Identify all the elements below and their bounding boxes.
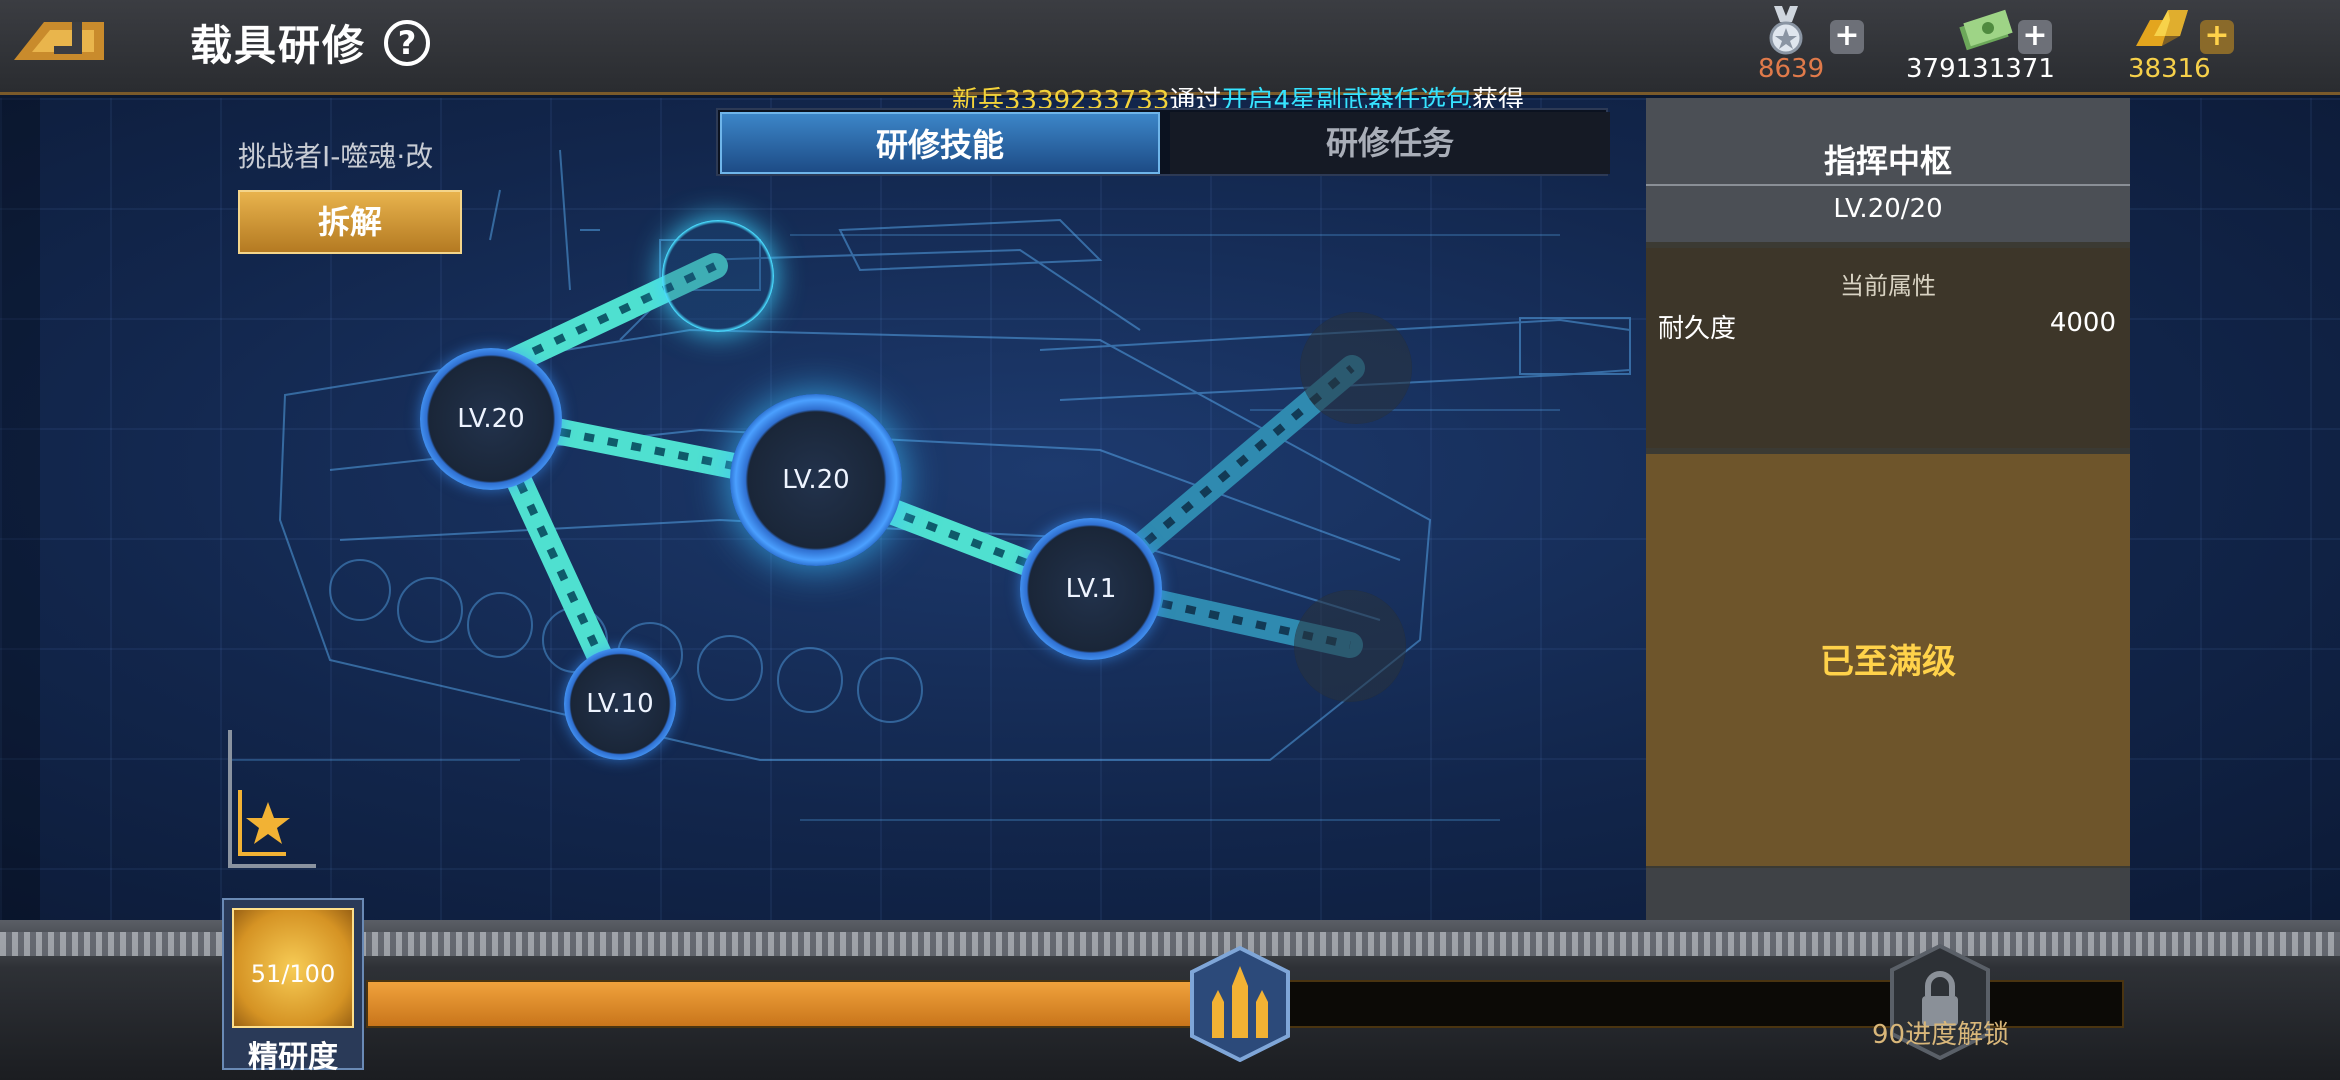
skill-node-label: LV.20 bbox=[782, 465, 850, 495]
back-arrow-icon[interactable] bbox=[14, 14, 109, 64]
unlock-at-90-text: 90进度解锁 bbox=[1872, 1020, 2010, 1050]
max-level-box: 已至满级 bbox=[1646, 454, 2130, 866]
panel-title: 指挥中枢 bbox=[1823, 142, 1952, 180]
medal-value: 8639 bbox=[1758, 54, 1825, 84]
add-gold-button[interactable]: + bbox=[2200, 20, 2234, 54]
skill-node-locked-bottom[interactable] bbox=[1294, 590, 1406, 702]
panel-footer bbox=[1646, 868, 2130, 920]
resource-medal: + 8639 bbox=[1756, 6, 1866, 88]
mastery-badge[interactable]: 51/100 精研度 bbox=[222, 898, 364, 1075]
skill-node-label: LV.10 bbox=[586, 689, 654, 719]
page-title: 载具研修 bbox=[190, 21, 367, 70]
cash-value: 379131371 bbox=[1906, 54, 2055, 84]
skill-node-bottom-left[interactable]: LV.10 bbox=[564, 648, 676, 760]
rocket-milestone-icon[interactable] bbox=[1188, 946, 1292, 1062]
max-level-text: 已至满级 bbox=[1820, 642, 1956, 682]
dismantle-button[interactable]: 拆解 bbox=[238, 190, 462, 254]
attributes-title: 当前属性 bbox=[1840, 272, 1936, 300]
help-icon[interactable]: ? bbox=[384, 20, 430, 66]
add-cash-button[interactable]: + bbox=[2018, 20, 2052, 54]
tab-research-tasks[interactable]: 研修任务 bbox=[1170, 112, 1610, 174]
mastery-star-emblem: 51/100 bbox=[232, 908, 354, 1028]
attribute-value: 4000 bbox=[2049, 308, 2116, 338]
gold-value: 38316 bbox=[2128, 54, 2211, 84]
node-info-panel: 指挥中枢 LV.20/20 当前属性 耐久度 4000 已至满级 bbox=[1646, 98, 2130, 920]
panel-header: 指挥中枢 LV.20/20 bbox=[1646, 98, 2130, 242]
lock-milestone-icon[interactable] bbox=[1888, 944, 1992, 1060]
medal-icon bbox=[1769, 6, 1803, 55]
vehicle-name: 挑战者I-噬魂·改 bbox=[238, 140, 434, 173]
skill-node-label bbox=[1300, 312, 1412, 424]
panel-level: LV.20/20 bbox=[1833, 194, 1943, 224]
resource-gold: + 38316 bbox=[2126, 6, 2236, 88]
resource-cash: + 379131371 bbox=[1906, 6, 2076, 88]
skill-node-locked-top[interactable] bbox=[1300, 312, 1412, 424]
tab-research-skills[interactable]: 研修技能 bbox=[720, 112, 1160, 174]
left-edge-shade bbox=[0, 98, 40, 920]
skill-node-label bbox=[1294, 590, 1406, 702]
star-corner-icon bbox=[228, 730, 316, 868]
skill-node-label: LV.20 bbox=[457, 404, 525, 434]
attributes-box: 当前属性 耐久度 4000 bbox=[1646, 248, 2130, 448]
gold-bar-icon bbox=[2136, 10, 2188, 46]
mastery-value: 51/100 bbox=[250, 960, 336, 988]
panel-divider bbox=[1646, 184, 2130, 186]
skill-node-label: LV.1 bbox=[1065, 574, 1117, 604]
skill-node-top[interactable] bbox=[662, 220, 774, 332]
skill-node-right[interactable]: LV.1 bbox=[1020, 518, 1162, 660]
skill-node-label bbox=[662, 220, 774, 332]
skill-node-left[interactable]: LV.20 bbox=[420, 348, 562, 490]
mastery-progress-fill bbox=[368, 982, 1263, 1026]
skill-node-center-selected[interactable]: LV.20 bbox=[730, 394, 902, 566]
mastery-label: 精研度 bbox=[248, 1040, 338, 1075]
top-bar: 载具研修 ? + 8639 + 379131371 + 38316 bbox=[0, 0, 2340, 95]
attribute-name: 耐久度 bbox=[1658, 314, 1737, 344]
add-medal-button[interactable]: + bbox=[1830, 20, 1864, 54]
cash-icon bbox=[1959, 9, 2013, 51]
tab-bar: 研修技能 研修任务 bbox=[716, 108, 1610, 176]
